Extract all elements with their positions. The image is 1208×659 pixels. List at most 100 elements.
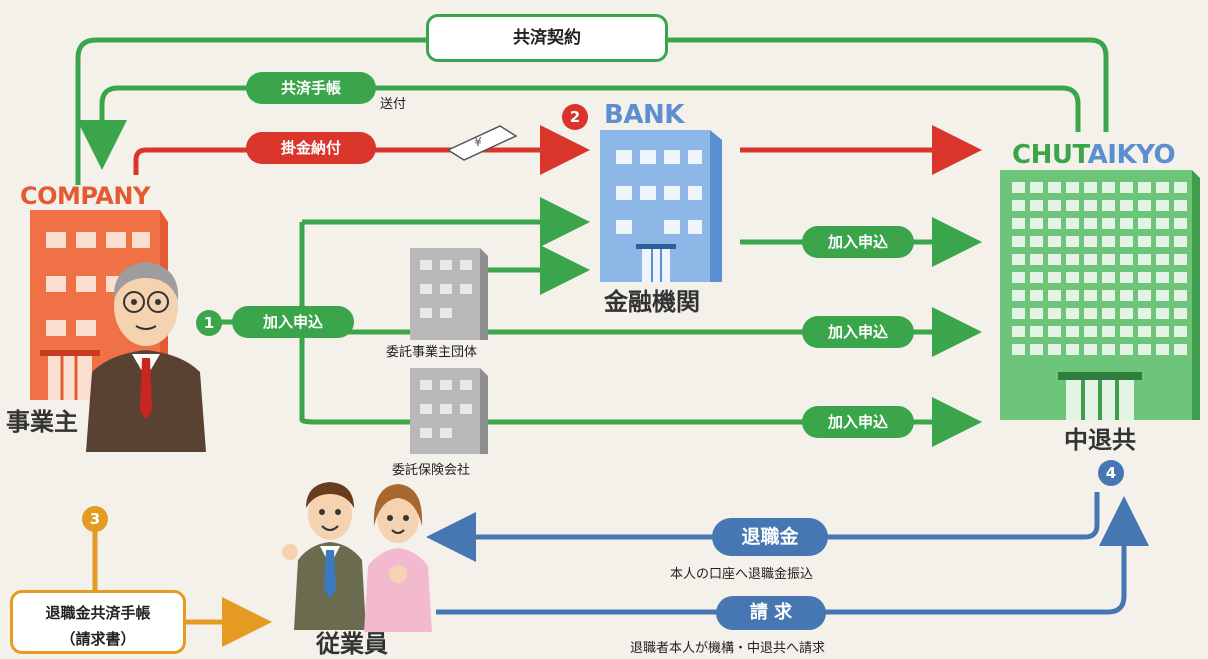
company-owner-icon <box>86 262 206 452</box>
chutaikyo-window <box>1120 326 1133 337</box>
chutaikyo-window <box>1030 290 1043 301</box>
chutaikyo-window <box>1138 182 1151 193</box>
chutaikyo-window <box>1066 290 1079 301</box>
chutaikyo-window <box>1174 254 1187 265</box>
application-pill-group: 加入申込 <box>802 316 914 348</box>
chutaikyo-window <box>1048 182 1061 193</box>
chutaikyo-window <box>1084 272 1097 283</box>
chutaikyo-window <box>1102 182 1115 193</box>
chutaikyo-building-icon <box>1000 170 1200 420</box>
employee-man-icon <box>282 482 366 630</box>
chutaikyo-window <box>1120 344 1133 355</box>
chutaikyo-window <box>1084 182 1097 193</box>
application-insurer-to-chutaikyo <box>299 397 982 447</box>
chutaikyo-window <box>1048 326 1061 337</box>
chutaikyo-window <box>1066 218 1079 229</box>
booklet-line-2: （請求書） <box>60 630 136 648</box>
step-4-badge: 4 <box>1098 460 1124 486</box>
chutaikyo-window <box>1174 200 1187 211</box>
chutaikyo-window <box>1084 200 1097 211</box>
chutaikyo-window <box>1048 290 1061 301</box>
employees-name: 従業員 <box>316 630 388 658</box>
chutaikyo-window <box>1048 200 1061 211</box>
chutaikyo-window <box>1138 308 1151 319</box>
chutaikyo-window <box>1138 326 1151 337</box>
transfer-note: 本人の口座へ退職金振込 <box>670 567 814 582</box>
chutaikyo-window <box>1174 344 1187 355</box>
premium-payment-pill: 掛金納付 <box>246 132 376 164</box>
employer-name: 事業主 <box>6 408 78 436</box>
send-label: 送付 <box>380 97 407 112</box>
chutaikyo-window <box>1138 254 1151 265</box>
chutaikyo-title-prefix: CHUT <box>1012 140 1088 170</box>
chutaikyo-window <box>1156 344 1169 355</box>
chutaikyo-window <box>1102 200 1115 211</box>
bank-building-icon <box>600 130 722 282</box>
chutaikyo-window <box>1156 290 1169 301</box>
chutaikyo-window <box>1120 254 1133 265</box>
chutaikyo-window <box>1156 254 1169 265</box>
chutaikyo-window <box>1066 182 1079 193</box>
chutaikyo-window <box>1012 200 1025 211</box>
chutaikyo-window <box>1012 254 1025 265</box>
chutaikyo-window <box>1102 236 1115 247</box>
chutaikyo-title: CHUTAIKYO <box>1012 140 1176 170</box>
chutaikyo-window <box>1084 326 1097 337</box>
chutaikyo-name: 中退共 <box>1064 426 1136 454</box>
chutaikyo-window <box>1102 326 1115 337</box>
yen-bill-icon: ¥ <box>446 125 518 161</box>
chutaikyo-window <box>1102 218 1115 229</box>
employee-woman-icon <box>364 484 432 632</box>
chutaikyo-window <box>1030 254 1043 265</box>
chutaikyo-window <box>1138 272 1151 283</box>
step-1-badge: 1 <box>196 310 222 336</box>
chutaikyo-window <box>1084 236 1097 247</box>
chutaikyo-window <box>1156 218 1169 229</box>
chutaikyo-window <box>1012 218 1025 229</box>
chutaikyo-window <box>1120 200 1133 211</box>
svg-text:¥: ¥ <box>474 135 482 149</box>
chutaikyo-window <box>1120 290 1133 301</box>
chutaikyo-window <box>1138 218 1151 229</box>
chutaikyo-window <box>1030 326 1043 337</box>
application-pill-bank: 加入申込 <box>802 226 914 258</box>
entrusted-insurer-icon <box>410 368 488 454</box>
claim-pill: 請 求 <box>716 596 826 630</box>
chutaikyo-window <box>1012 326 1025 337</box>
chutaikyo-window <box>1048 272 1061 283</box>
chutaikyo-window <box>1048 236 1061 247</box>
chutaikyo-window <box>1120 182 1133 193</box>
chutaikyo-window <box>1012 182 1025 193</box>
chutaikyo-window <box>1156 182 1169 193</box>
chutaikyo-window <box>1102 272 1115 283</box>
chutaikyo-window <box>1120 308 1133 319</box>
entrusted-insurer-label: 委託保険会社 <box>392 463 471 478</box>
company-title: COMPANY <box>20 182 150 210</box>
chutaikyo-window <box>1120 236 1133 247</box>
chutaikyo-window <box>1138 236 1151 247</box>
chutaikyo-window <box>1030 200 1043 211</box>
bank-name: 金融機関 <box>604 288 700 316</box>
application-pill-1: 加入申込 <box>232 306 354 338</box>
chutaikyo-window <box>1174 290 1187 301</box>
chutaikyo-window <box>1030 236 1043 247</box>
chutaikyo-window <box>1084 254 1097 265</box>
chutaikyo-window <box>1156 272 1169 283</box>
chutaikyo-window <box>1066 326 1079 337</box>
chutaikyo-window <box>1174 182 1187 193</box>
claim-arrow <box>436 496 1149 615</box>
chutaikyo-window <box>1066 308 1079 319</box>
chutaikyo-window <box>1048 218 1061 229</box>
chutaikyo-window <box>1120 218 1133 229</box>
chutaikyo-window <box>1174 236 1187 247</box>
chutaikyo-window <box>1030 308 1043 319</box>
chutaikyo-window <box>1012 344 1025 355</box>
chutaikyo-window <box>1012 308 1025 319</box>
chutaikyo-window <box>1066 344 1079 355</box>
chutaikyo-window <box>1066 254 1079 265</box>
chutaikyo-window <box>1066 272 1079 283</box>
chutaikyo-window <box>1030 344 1043 355</box>
entrusted-employer-group-icon <box>410 248 488 340</box>
